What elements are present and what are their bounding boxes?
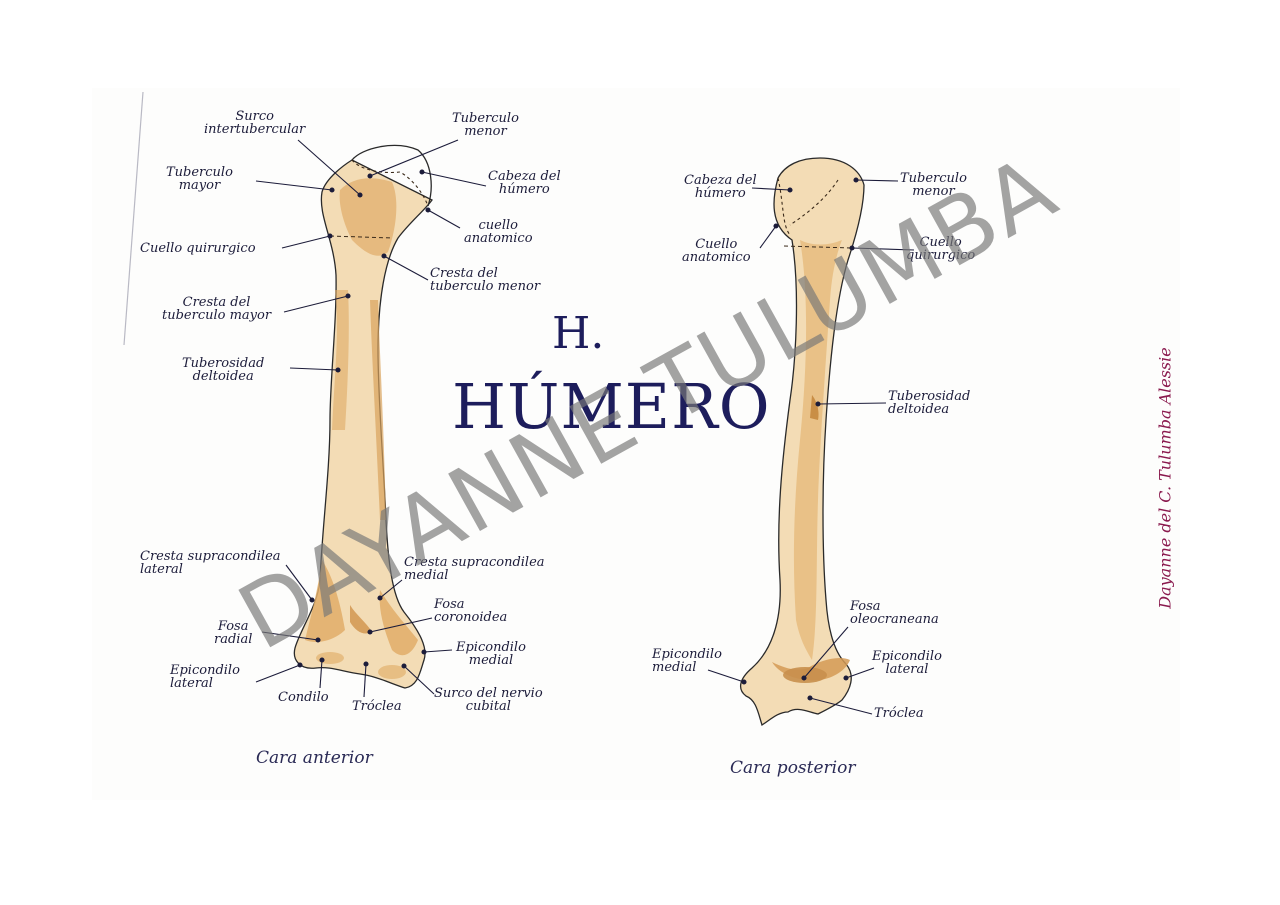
caption-cara-posterior: Cara posterior [730,758,856,778]
page-title: HÚMERO [452,370,771,443]
anterior-humerus [293,144,433,689]
label-condilo: Condilo [278,690,329,705]
title-letter: H. [552,308,605,359]
label-troclea: Tróclea [352,699,402,714]
posterior-leader-lines [707,177,915,715]
margin-line [123,91,144,346]
anterior-leader-lines [255,139,487,698]
label-post-troclea: Tróclea [874,706,924,721]
posterior-humerus [740,157,865,726]
label-cuello-quirurgico: Cuello quirurgico [140,241,256,256]
paper-sheet [92,88,1180,800]
author-signature: Dayanne del C. Tulumba Alessie [1155,347,1175,609]
caption-cara-anterior: Cara anterior [256,748,373,768]
